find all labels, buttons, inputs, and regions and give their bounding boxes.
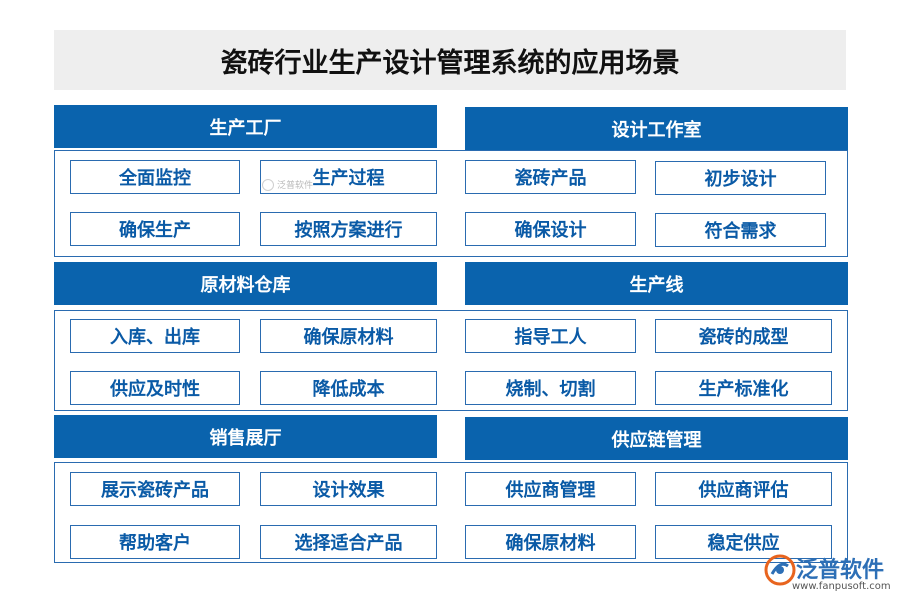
item-choose-suitable-products: 选择适合产品 xyxy=(260,525,437,559)
item-supply-timeliness: 供应及时性 xyxy=(70,371,240,405)
watermark-logo-icon xyxy=(262,178,274,191)
item-supplier-evaluation: 供应商评估 xyxy=(655,472,832,506)
section-header-design-studio: 设计工作室 xyxy=(465,107,848,150)
item-ensure-raw-materials: 确保原材料 xyxy=(465,525,636,559)
item-stable-supply: 稳定供应 xyxy=(655,525,832,559)
item-display-tile-products: 展示瓷砖产品 xyxy=(70,472,240,506)
logo-url: www.fanpusoft.com xyxy=(792,581,891,592)
item-production-process: 生产过程 xyxy=(260,160,437,194)
item-preliminary-design: 初步设计 xyxy=(655,161,826,195)
page-title: 瓷砖行业生产设计管理系统的应用场景 xyxy=(54,30,846,90)
fanpu-logo-icon xyxy=(764,554,796,586)
item-inbound-outbound: 入库、出库 xyxy=(70,319,240,353)
section-header-raw-material-warehouse: 原材料仓库 xyxy=(54,262,437,305)
item-comprehensive-monitoring: 全面监控 xyxy=(70,160,240,194)
item-guide-workers: 指导工人 xyxy=(465,319,636,353)
item-design-effect: 设计效果 xyxy=(260,472,437,506)
item-ensure-raw-material: 确保原材料 xyxy=(260,319,437,353)
item-reduce-cost: 降低成本 xyxy=(260,371,437,405)
item-supplier-management: 供应商管理 xyxy=(465,472,636,506)
item-follow-plan: 按照方案进行 xyxy=(260,212,437,246)
section-header-production-factory: 生产工厂 xyxy=(54,105,437,148)
item-tile-forming: 瓷砖的成型 xyxy=(655,319,832,353)
section-header-supply-chain: 供应链管理 xyxy=(465,417,848,460)
section-header-sales-showroom: 销售展厅 xyxy=(54,415,437,458)
section-header-production-line: 生产线 xyxy=(465,262,848,305)
logo-name: 泛普软件 xyxy=(796,558,885,583)
fanpu-logo: 泛普软件 www.fanpusoft.com xyxy=(762,552,900,600)
item-tile-products: 瓷砖产品 xyxy=(465,160,636,194)
item-ensure-design: 确保设计 xyxy=(465,212,636,246)
item-help-customers: 帮助客户 xyxy=(70,525,240,559)
watermark: 泛普软件 xyxy=(262,178,313,191)
item-production-standardization: 生产标准化 xyxy=(655,371,832,405)
item-firing-cutting: 烧制、切割 xyxy=(465,371,636,405)
item-meet-requirements: 符合需求 xyxy=(655,213,826,247)
item-ensure-production: 确保生产 xyxy=(70,212,240,246)
